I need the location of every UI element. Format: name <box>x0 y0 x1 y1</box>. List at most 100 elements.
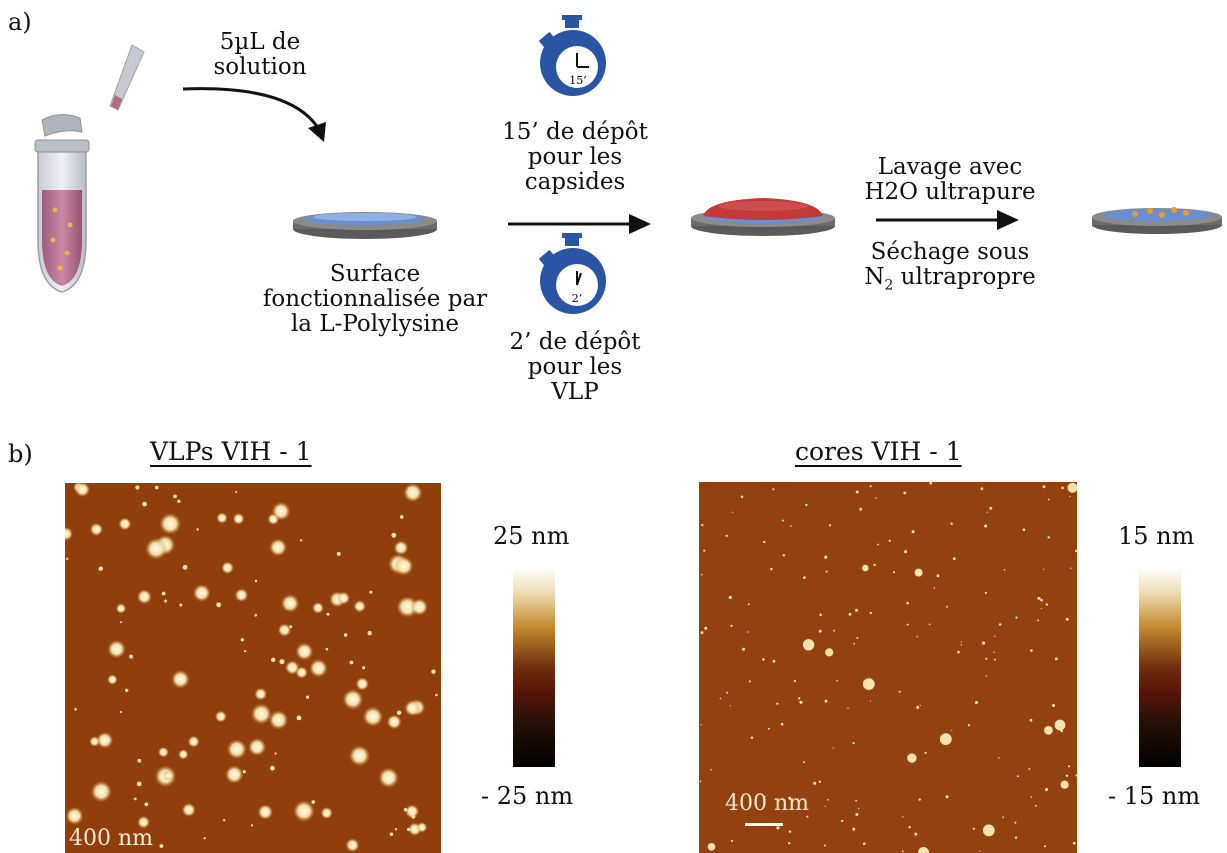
afm-particle <box>1061 486 1064 490</box>
afm-particle <box>119 711 122 713</box>
afm-particle <box>946 605 948 608</box>
afm-particle <box>120 621 122 624</box>
afm-particle <box>248 737 267 757</box>
afm-particle <box>407 827 411 832</box>
afm-particle <box>863 842 866 845</box>
afm-particle <box>719 697 722 700</box>
afm-particle <box>74 708 77 711</box>
afm-particle <box>824 555 828 559</box>
afm-particle <box>65 526 73 541</box>
afm-particle <box>852 827 856 831</box>
vlp-line1: 2’ de dépôt <box>509 329 641 355</box>
afm-particle <box>240 638 244 642</box>
afm-particle <box>770 567 773 571</box>
afm-particle <box>311 800 315 804</box>
afm-particle <box>803 761 805 764</box>
afm-particle <box>1044 845 1046 848</box>
afm-particle <box>993 651 995 653</box>
afm-particle <box>832 747 834 749</box>
afm-particle <box>728 595 732 600</box>
afm-particle <box>408 487 411 490</box>
afm-particle <box>396 710 402 715</box>
afm-particle <box>824 699 828 703</box>
afm-particle <box>136 781 142 787</box>
afm-particle <box>268 710 289 730</box>
afm-particle <box>762 658 765 661</box>
curved-arrow <box>182 87 326 142</box>
afm-particle <box>856 636 859 639</box>
left-colorbar-max: 25 nm <box>493 522 570 550</box>
afm-particle <box>1065 774 1069 777</box>
afm-particle <box>902 816 904 818</box>
afm-particle <box>998 757 1000 759</box>
wash-text: Lavage avec H2O ultrapure <box>845 155 1055 205</box>
afm-particle <box>306 695 310 699</box>
afm-particle <box>416 822 428 833</box>
afm-particle <box>1045 603 1048 606</box>
afm-particle <box>196 528 199 531</box>
afm-particle <box>362 706 384 727</box>
afm-particle <box>1072 841 1076 845</box>
afm-particle <box>916 705 920 709</box>
afm-particle <box>411 814 416 819</box>
surface-with-drop-icon <box>691 198 835 236</box>
afm-particle <box>1047 536 1050 539</box>
afm-particle <box>1042 485 1046 489</box>
afm-particle <box>154 485 159 490</box>
afm-particle <box>242 770 246 774</box>
afm-particle <box>772 659 776 663</box>
afm-particle <box>700 724 702 726</box>
afm-particle <box>805 503 808 507</box>
afm-particle <box>326 612 330 616</box>
afm-particle <box>1037 619 1039 622</box>
afm-particle <box>386 714 402 730</box>
afm-particle <box>824 844 826 847</box>
afm-particle <box>836 680 838 682</box>
afm-particle <box>182 564 188 570</box>
afm-particle <box>343 633 348 637</box>
afm-particle <box>89 736 100 747</box>
right-colorbar <box>1139 567 1181 767</box>
afm-particle <box>726 691 728 694</box>
afm-particle <box>998 623 1002 626</box>
afm-particle <box>142 501 147 507</box>
afm-particle <box>1074 549 1077 553</box>
afm-particle <box>192 584 211 602</box>
afm-particle <box>115 603 127 614</box>
afm-particle <box>960 641 962 643</box>
afm-particle <box>133 797 137 801</box>
panel-a-label: a) <box>8 8 32 36</box>
afm-particle <box>271 657 276 662</box>
afm-particle <box>852 741 855 745</box>
afm-particle <box>254 614 257 617</box>
afm-particle <box>732 511 734 513</box>
wash-line2: H2O ultrapure <box>864 179 1036 205</box>
afm-particle <box>285 660 300 675</box>
afm-particle <box>1029 718 1033 722</box>
afm-particle <box>825 648 834 657</box>
afm-particle <box>952 557 956 560</box>
afm-particle <box>888 539 891 542</box>
afm-particle <box>400 515 404 519</box>
vlp-line2: pour les <box>527 354 623 380</box>
afm-particle <box>159 844 164 848</box>
afm-particle <box>367 631 372 636</box>
afm-particle <box>179 603 183 607</box>
afm-particle <box>707 843 716 851</box>
afm-particle <box>1047 498 1050 501</box>
afm-particle <box>1030 649 1033 652</box>
afm-particle <box>369 590 373 594</box>
arrow-right-2 <box>508 214 651 234</box>
afm-particle <box>994 635 996 638</box>
afm-particle <box>906 601 909 605</box>
afm-particle <box>914 568 923 577</box>
afm-particle <box>137 758 142 763</box>
afm-particle <box>159 512 182 535</box>
left-colorbar-min: - 25 nm <box>481 782 574 810</box>
afm-particle <box>96 731 114 749</box>
afm-particle <box>250 703 272 725</box>
afm-particle <box>234 588 249 602</box>
dry-text: Séchage sous N2 ultrapropre <box>845 240 1055 299</box>
afm-particle <box>171 670 190 689</box>
afm-particle <box>274 752 277 755</box>
